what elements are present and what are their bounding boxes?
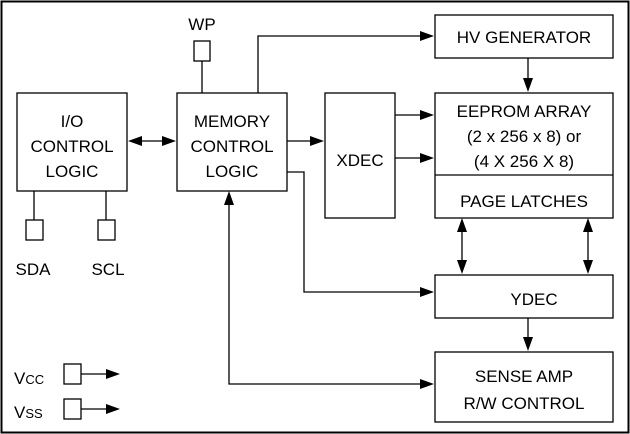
- sense-amp-block: SENSE AMP R/W CONTROL: [434, 351, 614, 423]
- vss-label: VSS: [14, 403, 43, 422]
- vcc-pin: VCC: [14, 363, 120, 388]
- memory-control-line-2: CONTROL: [190, 137, 273, 156]
- sense-amp-to-memory-arrow: [224, 191, 434, 389]
- vss-pin: VSS: [14, 398, 120, 422]
- eeprom-array-line-2: (2 x 256 x 8) or: [467, 127, 582, 146]
- memory-to-xdec-arrow: [287, 136, 324, 146]
- io-control-line-3: LOGIC: [46, 162, 99, 181]
- memory-to-ydec-arrow: [287, 171, 434, 297]
- io-control-logic-block: I/O CONTROL LOGIC: [16, 92, 128, 192]
- ydec-label: YDEC: [510, 290, 557, 309]
- page-latches-label: PAGE LATCHES: [460, 192, 588, 211]
- memory-control-line-3: LOGIC: [206, 162, 259, 181]
- scl-label: SCL: [91, 260, 124, 279]
- scl-pin: SCL: [91, 191, 125, 279]
- memory-to-hv-generator-arrow: [257, 31, 434, 93]
- memory-control-line-1: MEMORY: [194, 112, 270, 131]
- latches-ydec-bidirectional-arrows: [457, 218, 593, 274]
- sda-label: SDA: [16, 260, 52, 279]
- xdec-to-eeprom-arrows: [395, 110, 434, 163]
- hv-generator-to-eeprom-arrow: [523, 58, 533, 92]
- xdec-block: XDEC: [324, 92, 396, 219]
- ydec-block: YDEC: [434, 274, 614, 319]
- memory-control-logic-block: MEMORY CONTROL LOGIC: [176, 92, 288, 192]
- io-memory-bidirectional-arrow: [128, 136, 176, 146]
- wp-pin: WP: [188, 15, 216, 93]
- sense-amp-line-1: SENSE AMP: [475, 367, 573, 386]
- xdec-label: XDEC: [336, 151, 383, 170]
- eeprom-array-line-3: (4 X 256 X 8): [474, 152, 574, 171]
- wp-label: WP: [188, 15, 215, 34]
- sense-amp-line-2: R/W CONTROL: [464, 394, 585, 413]
- eeprom-array-line-1: EEPROM ARRAY: [457, 102, 592, 121]
- ydec-to-sense-amp-arrow: [523, 318, 533, 351]
- io-control-line-2: CONTROL: [30, 137, 113, 156]
- hv-generator-label: HV GENERATOR: [457, 28, 591, 47]
- hv-generator-block: HV GENERATOR: [434, 14, 614, 59]
- io-control-line-1: I/O: [61, 112, 84, 131]
- eeprom-array-block: EEPROM ARRAY (2 x 256 x 8) or (4 X 256 X…: [434, 92, 614, 219]
- sda-pin: SDA: [16, 191, 52, 279]
- vcc-label: VCC: [14, 369, 44, 388]
